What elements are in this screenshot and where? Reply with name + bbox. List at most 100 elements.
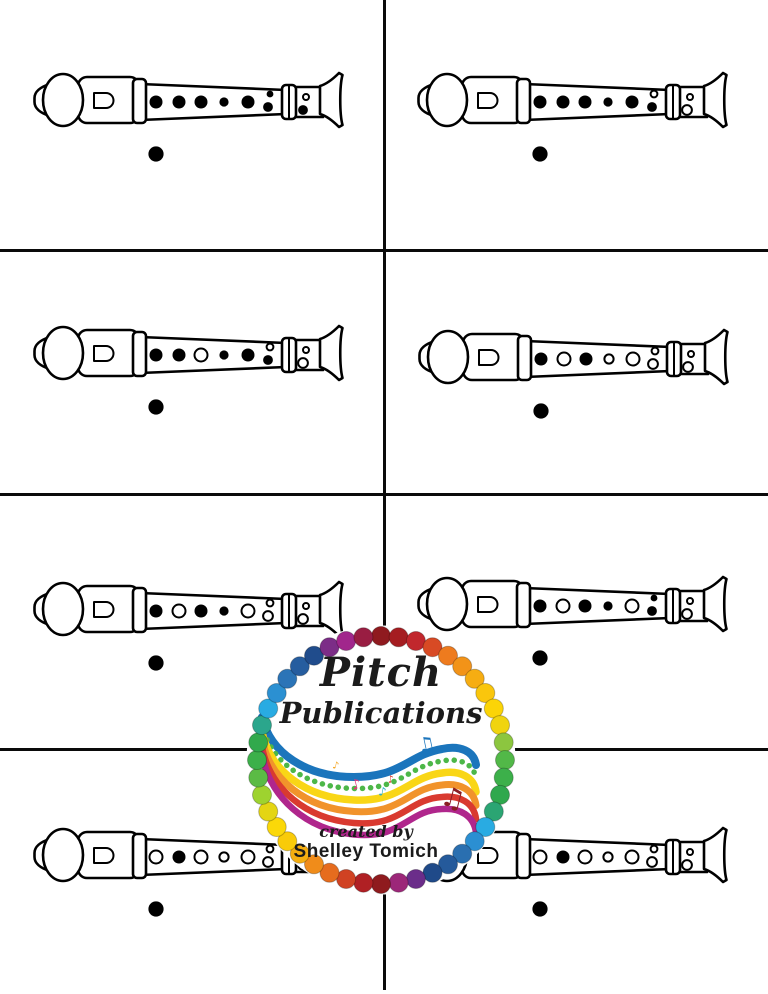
ring-dot	[452, 656, 473, 677]
double-hole-7-lower	[298, 105, 308, 115]
ring-dot	[464, 668, 485, 689]
double-hole-7-upper	[302, 602, 310, 610]
finger-hole-2	[556, 351, 572, 367]
finger-hole-1	[149, 348, 163, 362]
double-hole-6-lower	[262, 856, 274, 868]
recorder-head-bulb	[41, 72, 85, 128]
finger-hole-5	[625, 351, 641, 367]
recorder-window	[93, 601, 115, 618]
ring-dot	[452, 843, 473, 864]
finger-hole-4	[219, 606, 229, 616]
recorder-diagram	[33, 580, 344, 671]
double-hole-7-lower	[681, 859, 693, 871]
finger-hole-4	[603, 353, 615, 365]
ring-dot	[475, 683, 496, 703]
ring-dot	[336, 631, 357, 651]
ring-dot	[493, 732, 514, 753]
finger-hole-5	[240, 603, 256, 619]
thumb-hole	[532, 146, 548, 162]
thumb-hole	[532, 901, 548, 917]
finger-hole-1	[149, 95, 163, 109]
music-note-icon: ♪	[387, 774, 395, 786]
recorder-body	[418, 328, 729, 386]
swoosh-band-1	[258, 713, 480, 782]
music-note-icon: ♪	[350, 776, 363, 794]
finger-hole-2	[556, 850, 570, 864]
ring-dot	[266, 817, 287, 837]
finger-hole-2	[556, 95, 570, 109]
music-note-icon: ♪	[377, 784, 387, 799]
recorder-neck-ring	[131, 586, 148, 634]
fingering-card-2	[416, 40, 734, 180]
recorder-diagram	[417, 575, 728, 666]
ring-dot	[371, 874, 391, 894]
double-hole-6-upper	[265, 844, 275, 854]
finger-hole-3	[578, 95, 592, 109]
finger-hole-4	[602, 851, 614, 863]
double-hole-7-upper	[302, 93, 310, 101]
recorder-body	[417, 575, 728, 633]
finger-hole-5	[241, 348, 255, 362]
ring-dot	[304, 645, 324, 666]
double-hole-6-upper	[266, 90, 274, 98]
swoosh-band-6	[258, 751, 480, 839]
swoosh-band-2	[259, 721, 479, 792]
recorder-body	[33, 71, 344, 129]
finger-hole-1	[534, 352, 548, 366]
double-hole-7-upper	[686, 597, 694, 605]
finger-hole-5	[241, 95, 255, 109]
recorder-neck-ring	[515, 77, 532, 125]
fingering-card-3	[32, 293, 350, 433]
thumb-hole	[148, 146, 164, 162]
finger-hole-5	[624, 598, 640, 614]
recorder-window	[478, 349, 500, 366]
double-hole-7-lower	[297, 613, 309, 625]
fingering-card-5	[32, 549, 350, 689]
ring-dot	[289, 843, 310, 864]
double-hole-6-lower	[263, 102, 273, 112]
recorder-diagram	[418, 328, 729, 419]
finger-hole-4	[603, 97, 613, 107]
pitch-publications-logo: ♫♫♪♪♪♪ Pitch Publications created by She…	[236, 615, 526, 905]
finger-hole-5	[240, 849, 256, 865]
double-hole-7-lower	[681, 608, 693, 620]
finger-hole-1	[532, 849, 548, 865]
ring-dot	[371, 626, 391, 646]
recorder-window	[477, 92, 499, 109]
finger-hole-2	[172, 850, 186, 864]
grid-line-horizontal-2	[0, 493, 768, 496]
ring-dot	[422, 637, 443, 658]
fingering-card-4	[417, 297, 735, 437]
recorder-body	[33, 580, 344, 638]
recorder-head-bulb	[41, 827, 85, 883]
music-note-icon: ♪	[331, 760, 340, 772]
finger-hole-3	[193, 849, 209, 865]
double-hole-6-upper	[650, 346, 660, 356]
fingering-card-8	[416, 795, 734, 935]
recorder-head-bulb	[425, 72, 469, 128]
ring-dot	[319, 862, 340, 883]
ring-dot	[464, 831, 485, 852]
ring-dot	[304, 854, 324, 875]
finger-hole-1	[533, 95, 547, 109]
ring-dot	[289, 656, 310, 677]
double-hole-6-upper	[265, 342, 275, 352]
double-hole-7-upper	[687, 350, 695, 358]
double-hole-6-upper	[649, 844, 659, 854]
recorder-neck-ring	[515, 832, 532, 880]
finger-hole-1	[533, 599, 547, 613]
recorder-body	[33, 324, 344, 382]
ring-dot	[258, 698, 279, 719]
recorder-bell	[318, 580, 344, 638]
finger-hole-1	[148, 849, 164, 865]
double-hole-6-upper	[649, 89, 659, 99]
recorder-bell	[703, 328, 729, 386]
logo-title-line2: Publications	[279, 696, 483, 730]
finger-hole-4	[218, 851, 230, 863]
ring-dot	[493, 767, 514, 788]
finger-hole-4	[219, 97, 229, 107]
recorder-head-bulb	[426, 329, 470, 385]
finger-hole-5	[625, 95, 639, 109]
finger-hole-3	[579, 352, 593, 366]
ring-dot	[247, 750, 267, 770]
